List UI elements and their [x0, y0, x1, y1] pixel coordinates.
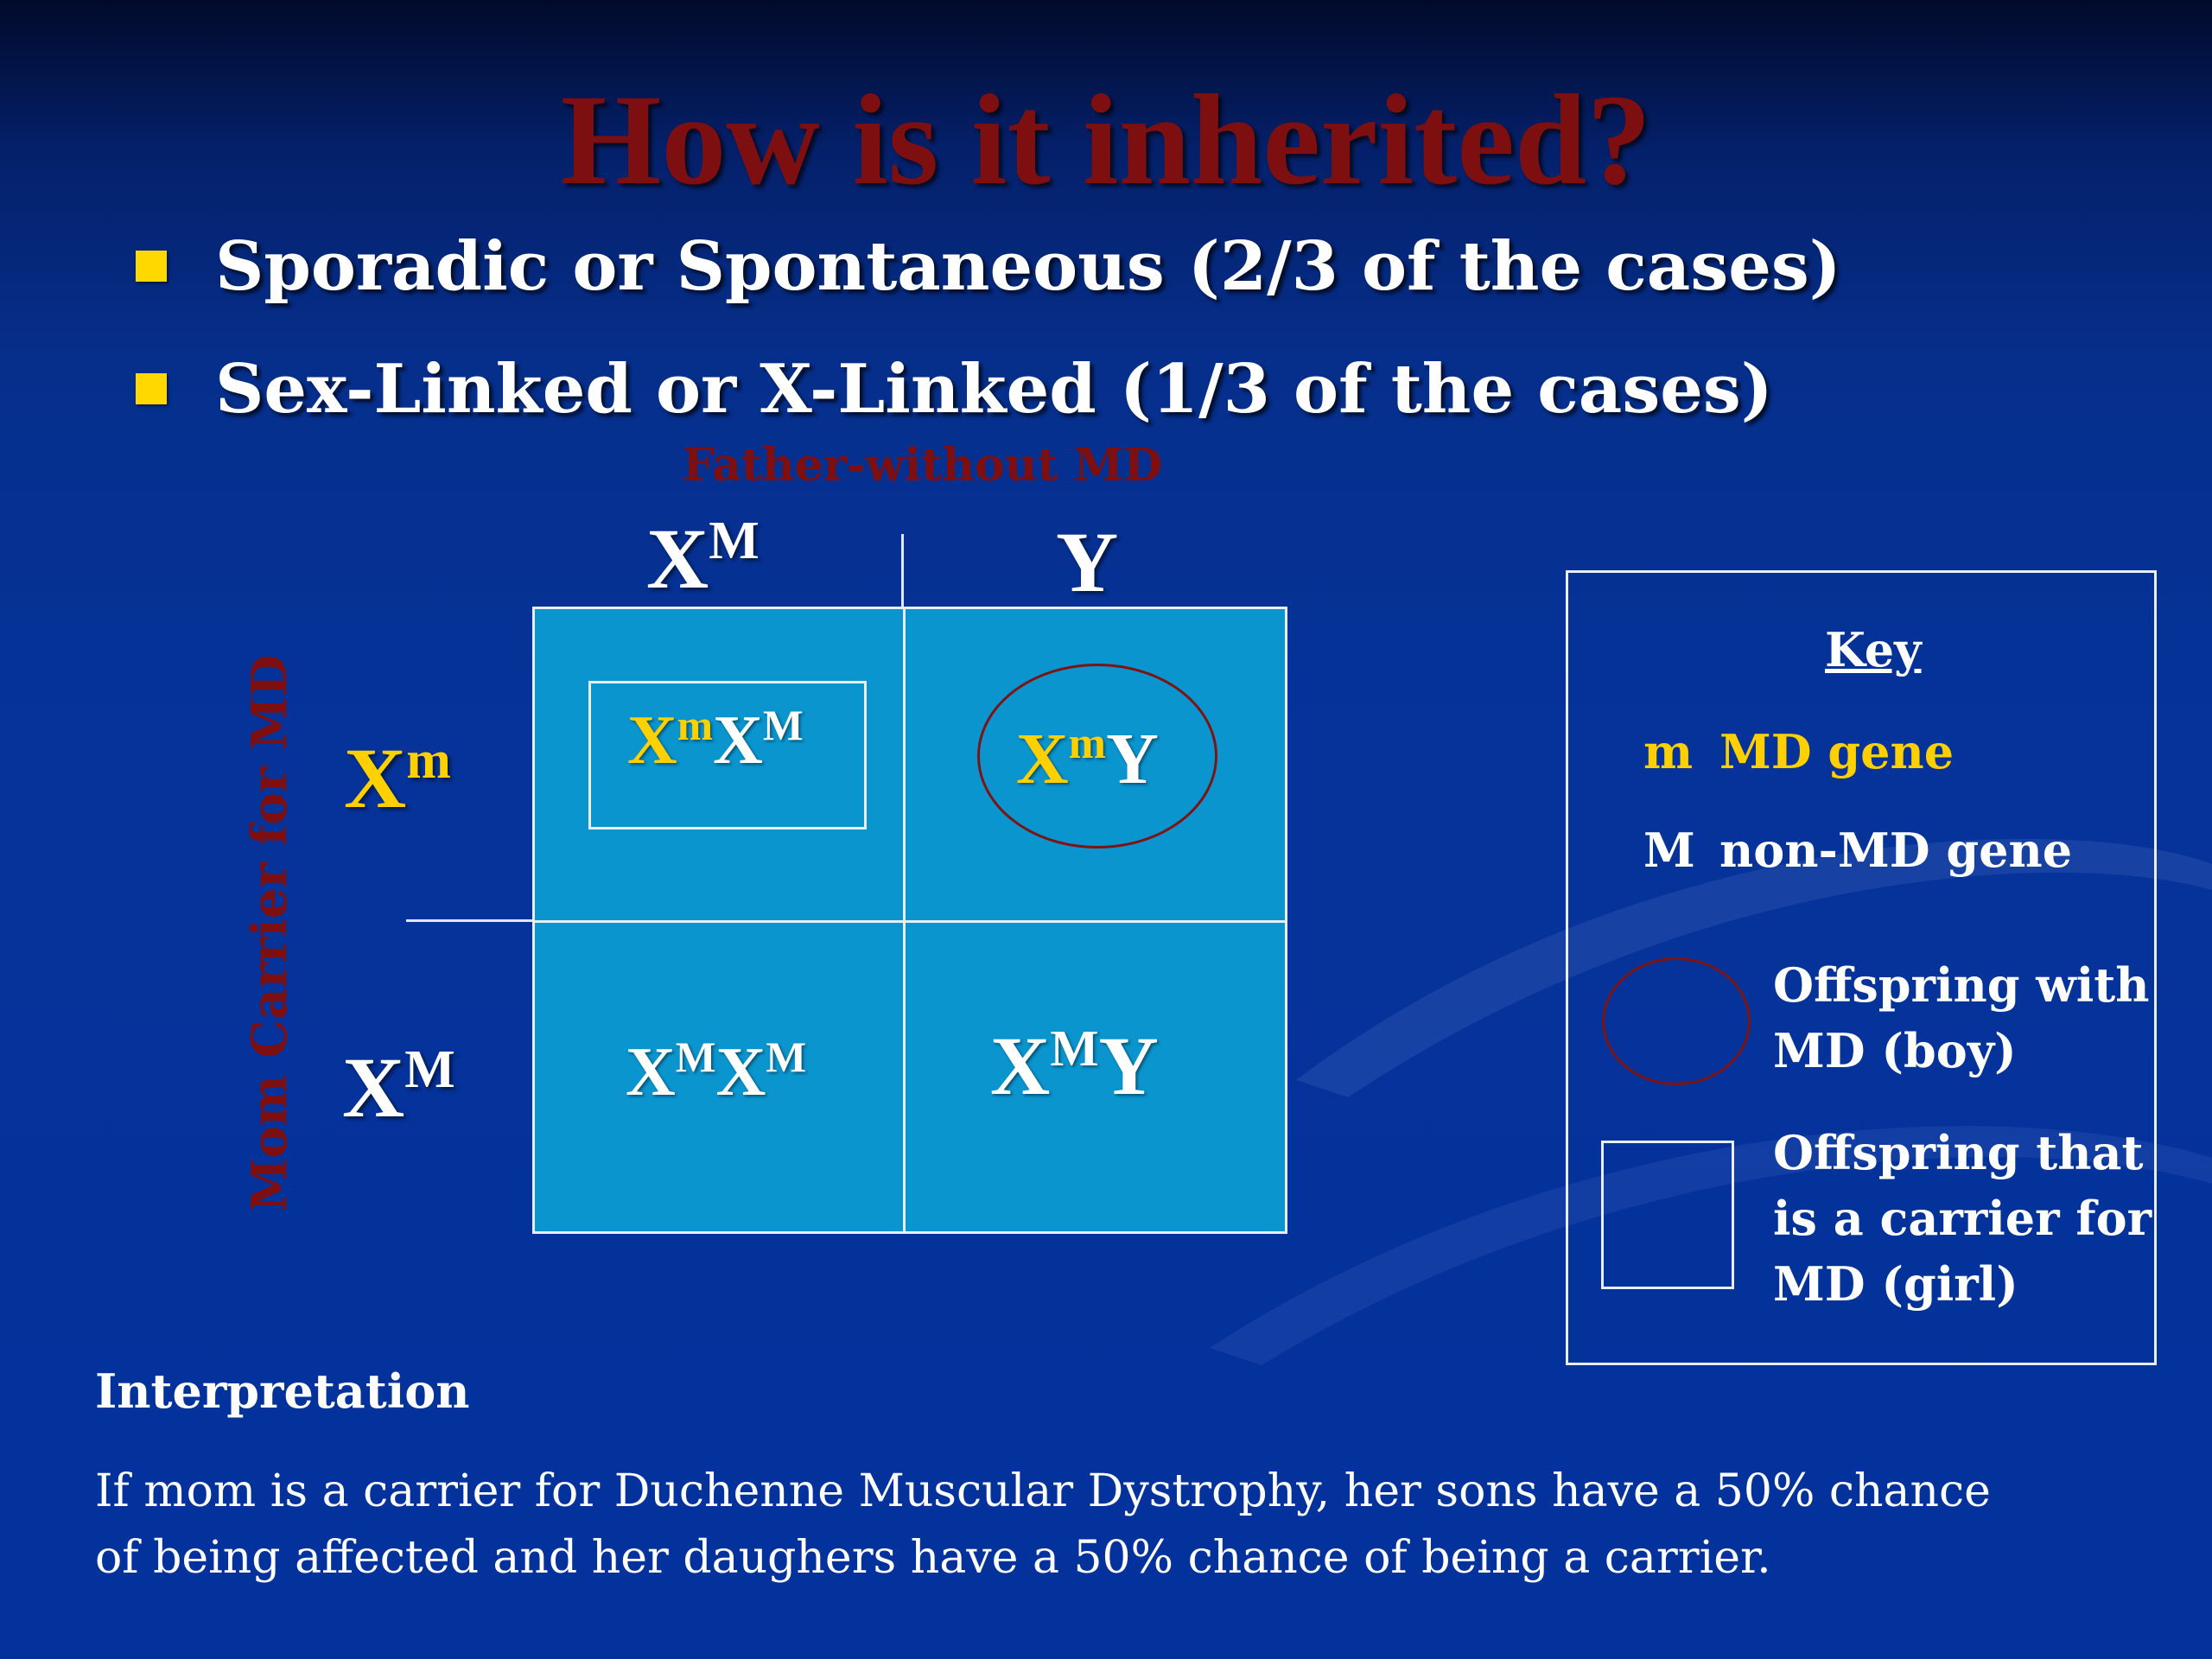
- key-carrier-description: Offspring that is a carrier for MD (girl…: [1773, 1125, 2152, 1312]
- genotype-cell-XmY: XmY: [1016, 719, 1159, 799]
- father-label: Father-without MD: [683, 439, 1163, 492]
- key-carrier-square-icon: [1601, 1141, 1734, 1289]
- carrier-marker-square: [588, 681, 867, 830]
- genotype-cell-XMXM: XMXM: [626, 1033, 807, 1110]
- bullet-item-x-linked: Sex-Linked or X-Linked (1/3 of the cases…: [136, 346, 1773, 432]
- affected-marker-ring: [977, 664, 1217, 849]
- row-allele-XM: XM: [342, 1039, 455, 1135]
- genotype-cell-XmXM: XmXM: [627, 701, 804, 779]
- interpretation-heading: Interpretation: [95, 1363, 470, 1419]
- key-affected-description: Offspring with MD (boy): [1773, 957, 2150, 1078]
- column-divider-line: [901, 534, 904, 610]
- genotype-cell-XMY: XMY: [990, 1020, 1159, 1112]
- bullet-text: Sex-Linked or X-Linked (1/3 of the cases…: [215, 349, 1773, 429]
- slide-title: How is it inherited?: [560, 68, 1652, 212]
- bullet-item-sporadic: Sporadic or Spontaneous (2/3 of the case…: [136, 223, 1841, 309]
- key-box: [1566, 570, 2157, 1365]
- bullet-square-icon: [136, 373, 167, 404]
- key-affected-ring-icon: [1602, 957, 1751, 1085]
- row-divider-line: [406, 919, 536, 922]
- bullet-text: Sporadic or Spontaneous (2/3 of the case…: [215, 226, 1841, 306]
- interpretation-body: If mom is a carrier for Duchenne Muscula…: [95, 1465, 1991, 1584]
- row-allele-Xm: Xm: [344, 730, 451, 826]
- grid-horizontal-line: [535, 920, 1285, 923]
- column-allele-Y: Y: [1056, 514, 1119, 610]
- bullet-square-icon: [136, 251, 167, 282]
- key-title: Key: [1825, 622, 1922, 677]
- column-allele-XM: XM: [646, 511, 760, 607]
- mother-label: Mom Carrier for MD: [241, 654, 298, 1212]
